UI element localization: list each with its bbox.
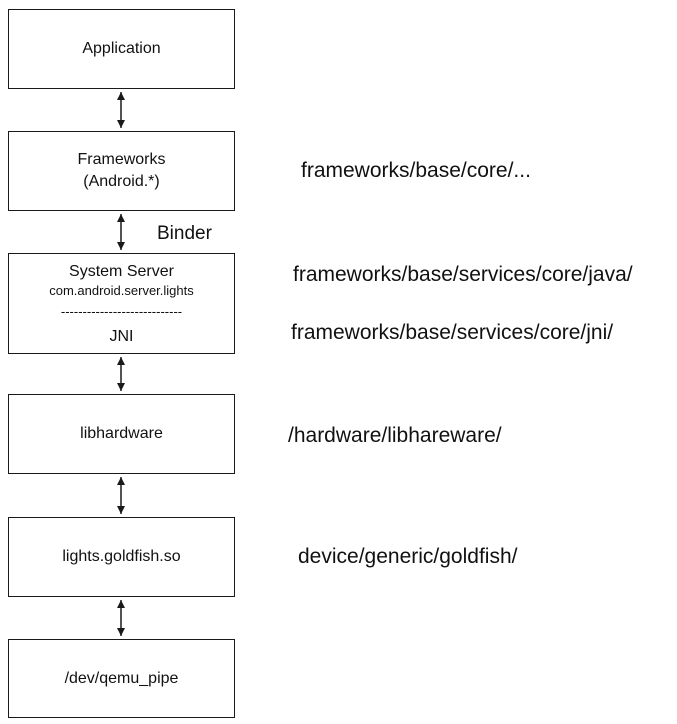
services-java-path-label: frameworks/base/services/core/java/ xyxy=(293,263,633,286)
libhardware-box: libhardware xyxy=(8,394,235,474)
application-box: Application xyxy=(8,9,235,89)
qemu-pipe-label: /dev/qemu_pipe xyxy=(64,669,179,687)
frameworks-sublabel: (Android.*) xyxy=(83,173,160,190)
system-server-separator: ---------------------------- xyxy=(60,306,183,318)
frameworks-label: Frameworks xyxy=(77,151,166,168)
system-server-box: System Server com.android.server.lights … xyxy=(8,253,235,354)
system-server-package-label: com.android.server.lights xyxy=(49,283,194,298)
goldfish-path-label: device/generic/goldfish/ xyxy=(298,545,518,568)
libhardware-path-label: /hardware/libhareware/ xyxy=(288,424,502,447)
frameworks-path-label: frameworks/base/core/... xyxy=(301,159,531,182)
jni-label: JNI xyxy=(109,328,134,345)
application-label: Application xyxy=(82,40,161,57)
qemu-pipe-box: /dev/qemu_pipe xyxy=(8,639,235,718)
system-server-label: System Server xyxy=(69,263,174,280)
lights-goldfish-label: lights.goldfish.so xyxy=(62,548,181,565)
lights-goldfish-box: lights.goldfish.so xyxy=(8,517,235,597)
frameworks-box: Frameworks (Android.*) xyxy=(8,131,235,211)
services-jni-path-label: frameworks/base/services/core/jni/ xyxy=(291,321,614,344)
binder-label: Binder xyxy=(157,223,212,244)
libhardware-label: libhardware xyxy=(80,425,163,442)
